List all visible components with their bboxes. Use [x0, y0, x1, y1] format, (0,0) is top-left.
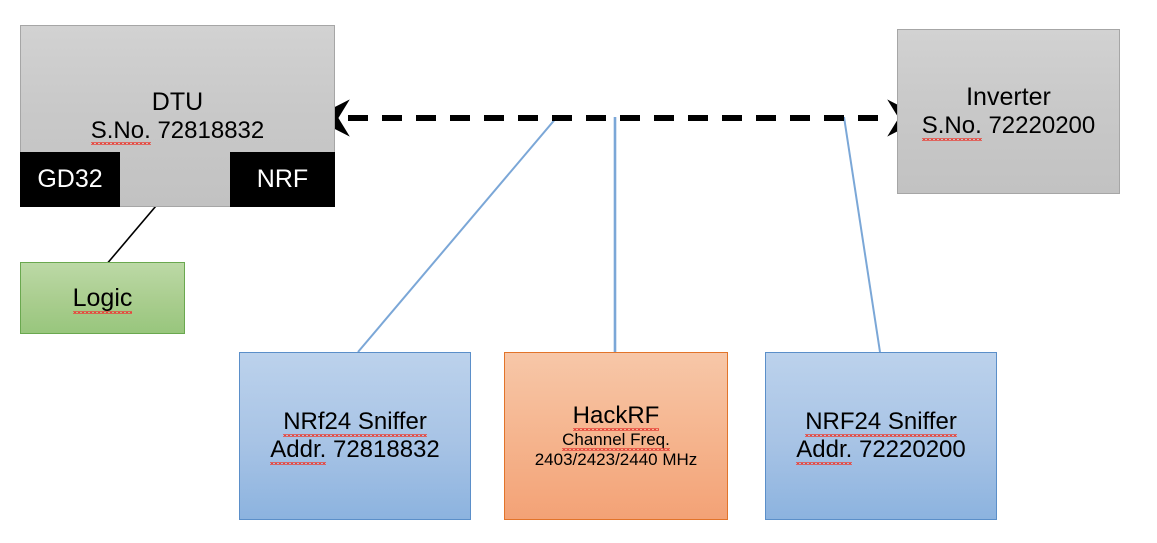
- logic-label: Logic: [72, 283, 133, 314]
- sniffer-left-tap-line: [357, 116, 558, 353]
- inverter-block[interactable]: Inverter S.No. 72220200: [897, 29, 1120, 194]
- sniffer-left-addr-prefix: Addr.: [270, 436, 327, 465]
- dtu-title: DTU: [151, 87, 204, 116]
- gd32-chip-block[interactable]: GD32: [20, 152, 120, 207]
- sniffer-left-title: NRf24 Sniffer: [283, 408, 427, 437]
- inverter-serial-value: 72220200: [988, 112, 1096, 140]
- sniffer-right-tap-line: [843, 116, 881, 353]
- dtu-serial-value: 72818832: [157, 116, 265, 144]
- dtu-serial-prefix: S.No.: [90, 116, 151, 146]
- sniffer-left-addr: Addr. 72818832: [270, 436, 440, 465]
- inverter-serial: S.No. 72220200: [921, 112, 1096, 141]
- inverter-title: Inverter: [966, 83, 1051, 112]
- nrf-label: NRF: [256, 165, 309, 193]
- hackrf-title: HackRF: [572, 402, 660, 432]
- inverter-serial-prefix: S.No.: [921, 112, 982, 141]
- hackrf-channel-label: Channel Freq.: [562, 430, 670, 451]
- sniffer-left-addr-value: 72818832: [332, 436, 440, 463]
- sniffer-right-addr-prefix: Addr.: [796, 436, 853, 465]
- logic-analyzer-block[interactable]: Logic: [20, 262, 185, 334]
- hackrf-frequencies: 2403/2423/2440 MHz: [534, 449, 698, 469]
- sniffer-right-title: NRF24 Sniffer: [805, 408, 957, 437]
- gd32-label: GD32: [37, 165, 103, 193]
- sniffer-right-addr-value: 72220200: [858, 436, 966, 463]
- dtu-serial: S.No. 72818832: [90, 116, 265, 146]
- nrf-chip-block[interactable]: NRF: [230, 152, 335, 207]
- sniffer-right-block[interactable]: NRF24 Sniffer Addr. 72220200: [765, 352, 997, 520]
- hackrf-block[interactable]: HackRF Channel Freq. 2403/2423/2440 MHz: [504, 352, 728, 520]
- sniffer-left-block[interactable]: NRf24 Sniffer Addr. 72818832: [239, 352, 471, 520]
- sniffer-right-addr: Addr. 72220200: [796, 436, 966, 465]
